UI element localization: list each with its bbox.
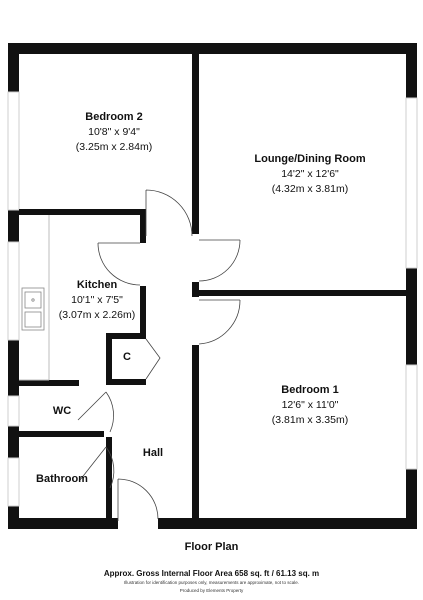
room-lounge-name: Lounge/Dining Room bbox=[254, 153, 366, 165]
disclaimer-text: Illustration for identification purposes… bbox=[123, 580, 299, 585]
interior-walls bbox=[19, 54, 406, 522]
kitchen-worktop bbox=[19, 215, 50, 381]
wall-bed2-kitchen bbox=[19, 209, 146, 215]
window-lounge bbox=[405, 97, 418, 269]
wall-cupboard-left bbox=[106, 333, 112, 385]
room-bedroom2-metric: (3.25m x 2.84m) bbox=[75, 141, 153, 153]
producer-text: Produced by Elements Property bbox=[179, 588, 244, 593]
wall-bed1-hall bbox=[192, 345, 199, 522]
room-kitchen-imperial: 10'1" x 7'5" bbox=[71, 294, 123, 306]
room-bathroom-name: Bathroom bbox=[36, 473, 88, 485]
door-bedroom2 bbox=[145, 189, 193, 237]
wall-bed2-lounge-divider bbox=[192, 54, 199, 234]
sink-icon bbox=[21, 287, 45, 331]
wall-kitchen-hall-upper bbox=[140, 209, 146, 243]
door-lounge bbox=[198, 239, 241, 282]
wall-kitchen-wc bbox=[19, 380, 79, 386]
doors bbox=[77, 189, 241, 521]
room-hall: Hall bbox=[130, 446, 176, 461]
floor-area: Approx. Gross Internal Floor Area 658 sq… bbox=[103, 569, 320, 578]
wall-cupboard-bottom bbox=[106, 379, 146, 385]
door-bathroom bbox=[79, 446, 115, 489]
room-bedroom1-metric: (3.81m x 3.35m) bbox=[271, 414, 349, 426]
door-kitchen bbox=[97, 242, 141, 286]
door-entrance bbox=[117, 478, 159, 521]
wall-bottom-right bbox=[158, 518, 417, 529]
room-bathroom: Bathroom bbox=[24, 472, 100, 487]
room-bedroom1-name: Bedroom 1 bbox=[281, 384, 339, 396]
windows bbox=[7, 91, 418, 507]
wall-wc-bathroom bbox=[19, 431, 104, 437]
wall-lounge-bed1 bbox=[199, 290, 406, 296]
wall-kitchen-hall-lower bbox=[140, 286, 146, 339]
window-wc bbox=[7, 395, 20, 427]
room-lounge-metric: (4.32m x 3.81m) bbox=[271, 183, 349, 195]
window-bathroom bbox=[7, 457, 20, 507]
room-wc: WC bbox=[44, 404, 80, 419]
room-bedroom1-imperial: 12'6" x 11'0" bbox=[281, 399, 339, 411]
wall-bathroom-right bbox=[106, 437, 112, 518]
room-wc-name: WC bbox=[52, 405, 72, 417]
wall-cupboard-top bbox=[106, 333, 146, 339]
room-kitchen-metric: (3.07m x 2.26m) bbox=[58, 309, 136, 321]
wall-top bbox=[8, 43, 417, 54]
window-bedroom1 bbox=[405, 364, 418, 470]
door-wc bbox=[77, 391, 114, 433]
room-cupboard-name: C bbox=[123, 351, 131, 363]
room-kitchen-name: Kitchen bbox=[76, 279, 118, 291]
room-lounge-imperial: 14'2" x 12'6" bbox=[281, 168, 339, 180]
room-hall-name: Hall bbox=[142, 447, 164, 459]
plan-title: Floor Plan bbox=[184, 541, 239, 553]
room-bedroom2: Bedroom 2 10'8" x 9'4" (3.25m x 2.84m) bbox=[44, 110, 184, 155]
wall-lounge-bed1-divider bbox=[192, 282, 199, 297]
door-bedroom1 bbox=[198, 299, 241, 345]
room-bedroom2-name: Bedroom 2 bbox=[85, 111, 143, 123]
room-kitchen: Kitchen 10'1" x 7'5" (3.07m x 2.26m) bbox=[52, 278, 142, 323]
wall-right bbox=[406, 43, 417, 529]
room-bedroom1: Bedroom 1 12'6" x 11'0" (3.81m x 3.35m) bbox=[220, 383, 400, 428]
room-cupboard: C bbox=[113, 350, 141, 365]
wall-bottom-left bbox=[8, 518, 118, 529]
room-bedroom2-imperial: 10'8" x 9'4" bbox=[88, 126, 140, 138]
window-bedroom2 bbox=[7, 91, 20, 211]
window-kitchen bbox=[7, 241, 20, 341]
room-lounge: Lounge/Dining Room 14'2" x 12'6" (4.32m … bbox=[220, 152, 400, 197]
door-cupboard bbox=[145, 338, 161, 380]
